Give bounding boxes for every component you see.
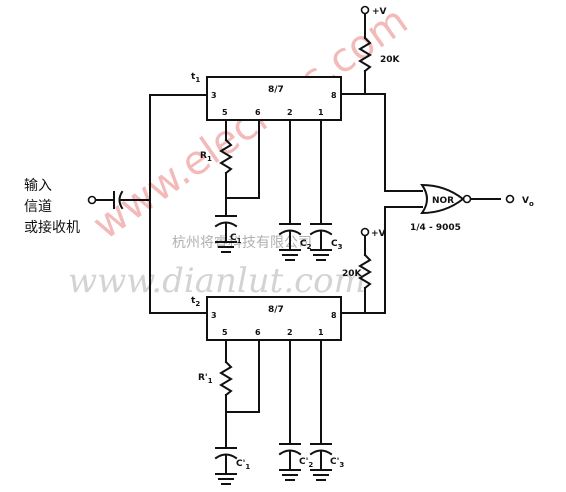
resistor-bottom-r1 (219, 360, 233, 397)
wire-bottom-to-nor (364, 206, 423, 314)
wire-bottom-pin3 (149, 199, 208, 314)
timer-top-pin3: 3 (211, 91, 217, 100)
wire-top-pin3 (149, 94, 208, 201)
nor-gate-label: NOR (432, 196, 454, 206)
cap-bottom-c2-plate2 (278, 449, 302, 456)
output-label: Vo (522, 196, 534, 208)
vcc-bottom-label: +V (371, 229, 386, 239)
label-bottom-r1: R'1 (198, 373, 213, 385)
watermark-elecfans: www.elecfans.com (85, 0, 416, 249)
cap-top-c1-plate2 (214, 221, 238, 228)
output-terminal (505, 194, 515, 204)
cap-bottom-c3-plate2 (309, 449, 333, 456)
cap-top-c3-plate2 (309, 229, 333, 236)
timer-top-trigger: t1 (191, 72, 200, 84)
timer-top-pin2: 2 (287, 108, 293, 117)
timer-top-pin1: 1 (318, 108, 324, 117)
vcc-top-label: +V (372, 7, 387, 17)
label-bottom-c1: C'1 (236, 459, 250, 471)
timer-top-pin8: 8 (331, 91, 337, 100)
timer-bottom-pin5: 5 (222, 328, 228, 337)
label-top-c3: C3 (331, 239, 343, 251)
timer-top-pin5: 5 (222, 108, 228, 117)
resistor-top-r1 (219, 138, 233, 175)
wire-top-pin6 (225, 119, 260, 199)
label-bottom-c2: C'2 (299, 457, 313, 469)
input-label-line2: 信道 (24, 199, 52, 215)
timer-top-name: 8/7 (268, 85, 284, 95)
input-label-line1: 输入 (24, 178, 52, 194)
watermark-dianlut: www.dianlut.com (68, 261, 366, 301)
timer-bottom-pin8: 8 (331, 311, 337, 320)
nor-gate (420, 183, 465, 215)
timer-bottom-pin2: 2 (287, 328, 293, 337)
cap-bottom-c1-plate2 (214, 453, 238, 460)
input-label-line3: 或接收机 (24, 219, 80, 236)
label-top-c1: C1 (230, 233, 242, 245)
timer-bottom-box (206, 296, 342, 341)
timer-bottom-trigger: t2 (191, 296, 200, 308)
resistor-bottom-20k (358, 253, 372, 290)
timer-top-pin6: 6 (255, 108, 261, 117)
label-bottom-c3: C'3 (330, 457, 344, 469)
label-top-20k: 20K (380, 55, 401, 65)
watermark-company: 杭州将睿科技有限公司 (172, 235, 312, 251)
cap-top-c2-plate2 (278, 229, 302, 236)
vcc-bottom-terminal (360, 227, 370, 237)
timer-bottom-pin6: 6 (255, 328, 261, 337)
resistor-top-20k (358, 36, 372, 73)
vcc-top-terminal (360, 5, 370, 15)
label-top-c2: C2 (300, 239, 312, 251)
label-bottom-20k: 20K (342, 269, 363, 279)
timer-bottom-pin1: 1 (318, 328, 324, 337)
timer-top-box (206, 76, 342, 121)
input-terminal (87, 195, 97, 205)
timer-bottom-name: 8/7 (268, 305, 284, 315)
label-top-r1: R1 (200, 151, 212, 163)
wire-bottom-pin6 (225, 339, 260, 413)
nor-gate-part: 1/4 - 9005 (410, 223, 461, 233)
timer-bottom-pin3: 3 (211, 311, 217, 320)
wire-top-to-nor (364, 93, 423, 192)
